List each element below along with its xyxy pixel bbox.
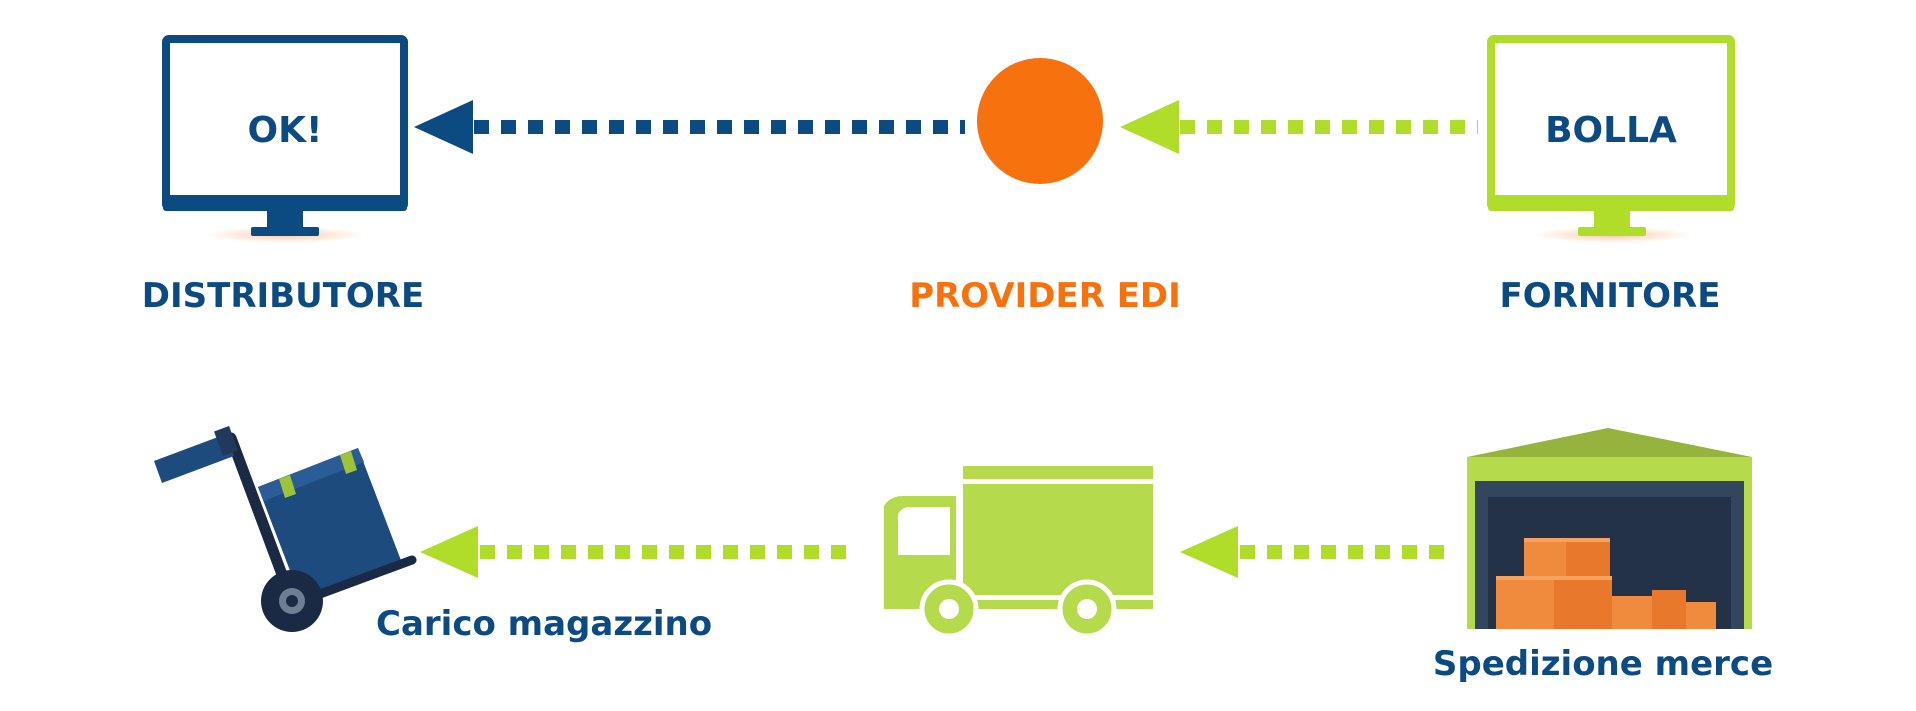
- supplier-monitor-icon: BOLLA: [1487, 35, 1735, 243]
- arrow-shipment-to-truck: [1180, 526, 1452, 578]
- distributor-label: DISTRIBUTORE: [142, 276, 424, 316]
- truck-icon: [884, 466, 1153, 639]
- cargo-boxes: [1496, 538, 1716, 629]
- distributor-monitor-icon: OK!: [162, 35, 408, 243]
- shipment-label: Spedizione merce: [1433, 644, 1773, 684]
- warehouse-icon: [1467, 428, 1752, 629]
- warehouse-load-label: Carico magazzino: [376, 604, 712, 644]
- hand-truck-icon: [154, 426, 417, 632]
- distributor-screen-text: OK!: [248, 110, 323, 151]
- provider-edi-circle-icon: [977, 58, 1103, 184]
- supplier-label: FORNITORE: [1500, 276, 1721, 316]
- arrow-provider-to-distributor: [414, 100, 965, 154]
- supplier-screen-text: BOLLA: [1545, 110, 1677, 151]
- arrow-truck-to-warehouse-load: [420, 526, 850, 578]
- arrow-supplier-to-provider: [1120, 100, 1478, 154]
- provider-edi-label: PROVIDER EDI: [909, 276, 1181, 316]
